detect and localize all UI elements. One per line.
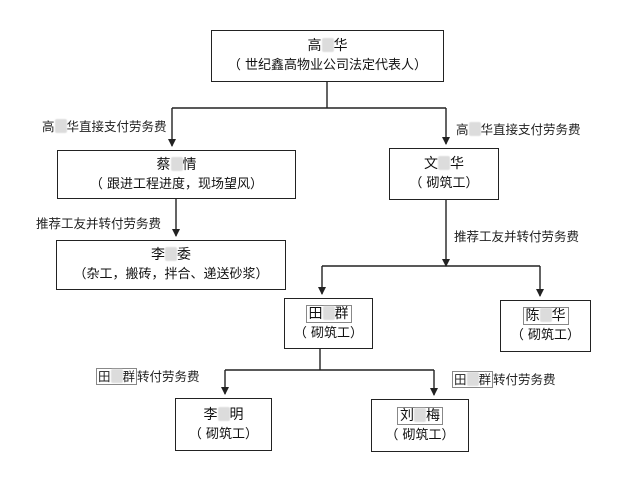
node-li-ming: 李明 （ 砌筑工）	[175, 398, 272, 451]
node-root-role: （ 世纪鑫高物业公司法定代表人）	[227, 58, 428, 73]
edge-label-tian-to-liming: 田群转付劳务费	[96, 368, 200, 385]
node-cai-role: （ 跟进工程进度，现场望风）	[89, 176, 264, 192]
redaction-mark	[466, 372, 479, 386]
node-li-wei: 李委 （杂工，搬砖，拌合、递送砂浆）	[56, 240, 286, 290]
redaction-mark	[170, 156, 183, 171]
edge-label-cai-to-li: 推荐工友并转付劳务费	[36, 216, 162, 231]
node-li-ming-name: 李明	[203, 406, 244, 423]
node-li-wei-role: （杂工，搬砖，拌合、递送砂浆）	[73, 267, 269, 282]
node-li-ming-role: （ 砌筑工）	[188, 426, 259, 442]
node-chen: 陈华 （ 砌筑工）	[500, 300, 591, 352]
node-cai-name: 蔡情	[156, 156, 197, 173]
redaction-mark	[165, 247, 177, 261]
node-chen-name: 陈华	[522, 306, 569, 326]
node-tian-role: （ 砌筑工）	[293, 325, 364, 341]
redaction-mark	[217, 406, 230, 421]
redaction-mark	[321, 38, 334, 52]
redaction-mark	[110, 369, 123, 383]
node-wen-role: （ 砌筑工）	[409, 176, 479, 191]
edge-label-tian-to-liu: 田群转付劳务费	[452, 371, 556, 388]
node-liu: 刘梅 （ 砌筑工）	[371, 399, 469, 452]
node-root: 高华 （ 世纪鑫高物业公司法定代表人）	[211, 30, 444, 82]
redaction-mark	[414, 407, 426, 422]
node-tian-name: 田群	[305, 304, 352, 324]
edge-label-root-to-cai: 高华直接支付劳务费	[42, 119, 167, 134]
node-root-name: 高华	[307, 38, 348, 54]
node-li-wei-name: 李委	[151, 247, 191, 263]
redaction-mark	[539, 308, 552, 322]
node-wen-name: 文华	[424, 156, 464, 172]
node-liu-name: 刘梅	[397, 406, 443, 426]
node-tian: 田群 （ 砌筑工）	[284, 298, 373, 349]
redaction-mark	[54, 119, 67, 133]
redaction-mark	[438, 156, 450, 170]
edge-label-wen-to-team: 推荐工友并转付劳务费	[454, 229, 580, 244]
node-cai: 蔡情 （ 跟进工程进度，现场望风）	[57, 150, 296, 199]
redaction-mark	[322, 305, 335, 320]
node-chen-role: （ 砌筑工）	[510, 328, 581, 343]
edge-label-root-to-wen: 高华直接支付劳务费	[456, 122, 581, 137]
redaction-mark	[468, 122, 481, 136]
node-liu-role: （ 砌筑工）	[385, 427, 455, 443]
node-wen: 文华 （ 砌筑工）	[389, 148, 499, 200]
